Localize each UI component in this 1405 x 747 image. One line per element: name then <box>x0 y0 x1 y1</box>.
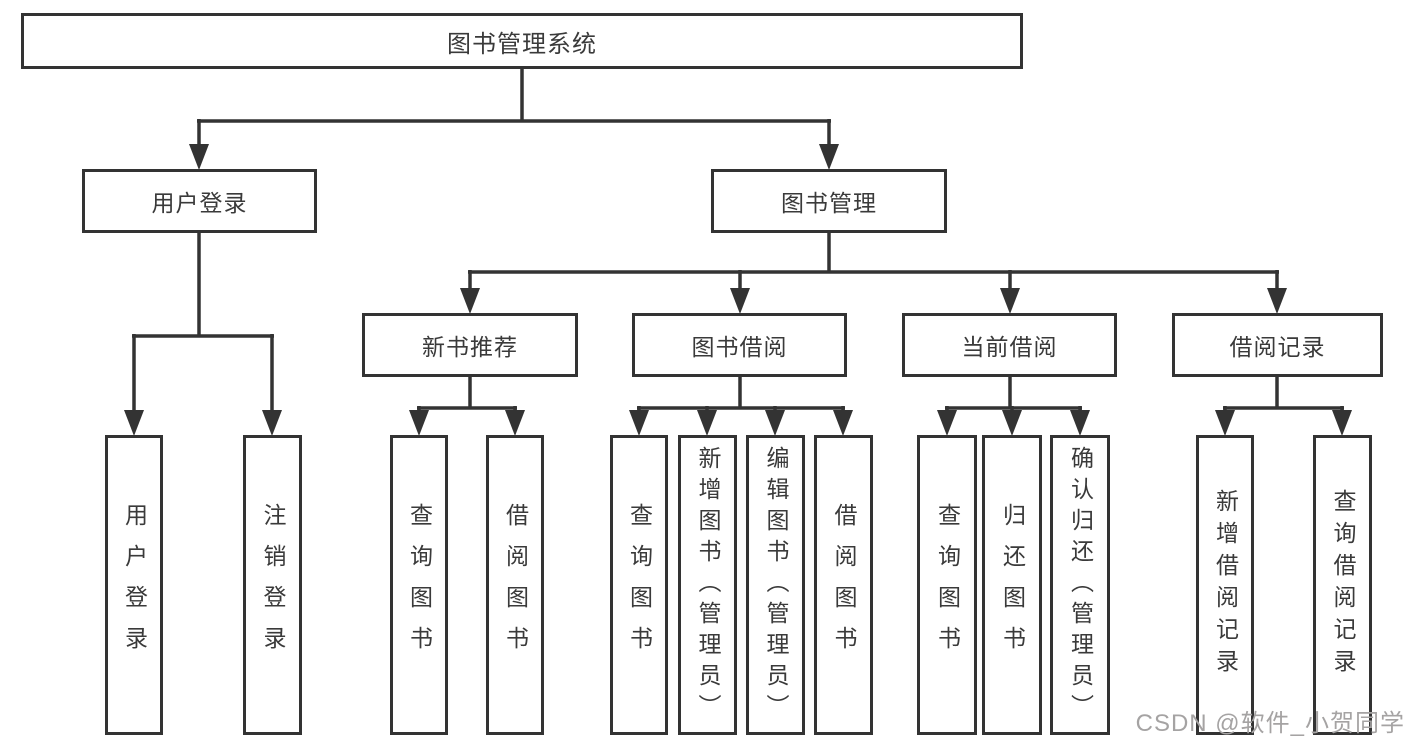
leaf-borrow-books-recommend: 借阅图书 <box>486 435 544 735</box>
leaf-query-books-current-label: 查询图书 <box>934 503 961 667</box>
node-book-management-label: 图书管理 <box>781 190 877 216</box>
leaf-user-login-label: 用户登录 <box>121 503 148 667</box>
node-book-borrow-label: 图书借阅 <box>691 334 788 360</box>
leaf-confirm-return-admin: 确认归还（管理员） <box>1050 435 1110 735</box>
leaf-query-books-current: 查询图书 <box>917 435 977 735</box>
node-user-login-label: 用户登录 <box>151 190 248 216</box>
node-root-label: 图书管理系统 <box>447 30 597 58</box>
watermark: CSDN @软件_小贺同学 <box>1135 710 1405 737</box>
node-borrow-records: 借阅记录 <box>1172 313 1383 377</box>
node-new-book-recommend: 新书推荐 <box>362 313 578 377</box>
leaf-edit-book-admin-label: 编辑图书（管理员） <box>763 445 789 725</box>
leaf-query-borrow-record: 查询借阅记录 <box>1313 435 1372 735</box>
node-current-borrow: 当前借阅 <box>902 313 1117 377</box>
leaf-query-borrow-record-label: 查询借阅记录 <box>1330 489 1356 681</box>
leaf-logout: 注销登录 <box>243 435 302 735</box>
node-book-management: 图书管理 <box>711 169 947 233</box>
node-current-borrow-label: 当前借阅 <box>961 334 1058 360</box>
leaf-borrow-books-recommend-label: 借阅图书 <box>502 503 529 667</box>
leaf-query-books-borrow-label: 查询图书 <box>626 503 653 667</box>
leaf-query-books-borrow: 查询图书 <box>610 435 668 735</box>
leaf-add-borrow-record: 新增借阅记录 <box>1196 435 1254 735</box>
leaf-return-books-label: 归还图书 <box>999 503 1026 667</box>
node-borrow-records-label: 借阅记录 <box>1229 334 1326 360</box>
leaf-borrow-books: 借阅图书 <box>814 435 873 735</box>
node-user-login: 用户登录 <box>82 169 317 233</box>
leaf-logout-label: 注销登录 <box>260 503 286 667</box>
node-root: 图书管理系统 <box>21 13 1023 69</box>
leaf-add-book-admin: 新增图书（管理员） <box>678 435 737 735</box>
leaf-user-login: 用户登录 <box>105 435 163 735</box>
leaf-confirm-return-admin-label: 确认归还（管理员） <box>1067 445 1094 725</box>
leaf-query-books-recommend: 查询图书 <box>390 435 448 735</box>
leaf-add-book-admin-label: 新增图书（管理员） <box>695 445 721 725</box>
leaf-edit-book-admin: 编辑图书（管理员） <box>746 435 805 735</box>
leaf-borrow-books-label: 借阅图书 <box>831 503 857 667</box>
leaf-query-books-recommend-label: 查询图书 <box>406 503 433 667</box>
node-book-borrow: 图书借阅 <box>632 313 847 377</box>
leaf-add-borrow-record-label: 新增借阅记录 <box>1212 489 1239 681</box>
node-new-book-recommend-label: 新书推荐 <box>422 334 518 360</box>
arrowheads <box>124 144 1352 436</box>
leaf-return-books: 归还图书 <box>982 435 1042 735</box>
